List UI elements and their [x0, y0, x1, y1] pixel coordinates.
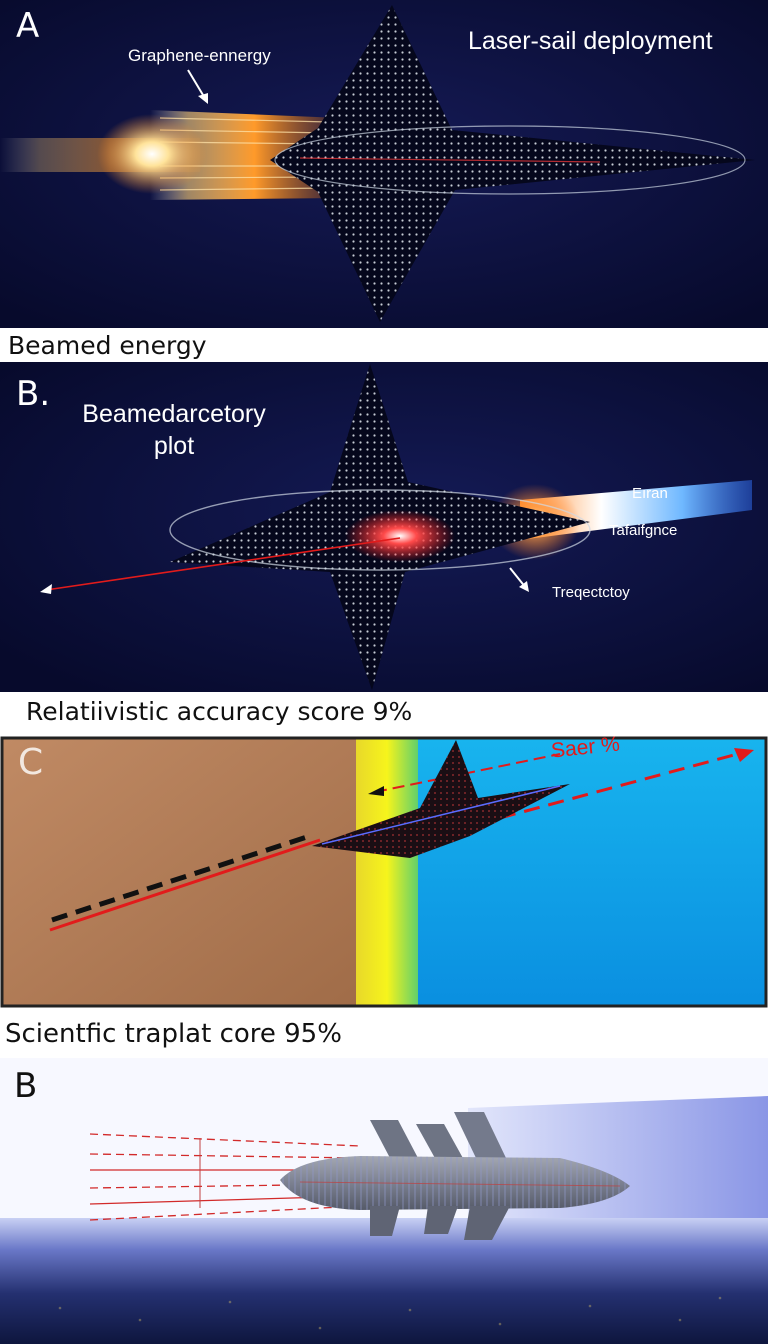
panel-letter: B. — [16, 374, 51, 414]
arrow-icon — [187, 69, 208, 104]
panel-b-illustration — [0, 362, 768, 692]
panel-title-line1: Beamedarcetory — [82, 400, 266, 428]
callout-label: Graphene-ennergy — [128, 46, 271, 65]
panel-letter: B — [14, 1066, 38, 1106]
panel-a-illustration — [0, 0, 768, 328]
laser-sail-icon — [312, 740, 570, 858]
panel-title: Beamedarcetory plot — [76, 398, 272, 462]
caption-c: Scientfic traplat core 95% — [0, 1008, 768, 1058]
trajectory-label: Treqectctoy — [552, 584, 630, 601]
caption-a: Beamed energy — [0, 328, 768, 362]
caption-b: Relatiivistic accuracy score 9% — [0, 692, 768, 736]
panel-d-illustration — [0, 1058, 768, 1344]
panel-c: C Saer % — [0, 736, 768, 1008]
laser-sail-icon — [270, 5, 755, 322]
arrow-icon — [509, 567, 529, 592]
panel-a: A Graphene-ennergy Laser-sail deployment — [0, 0, 768, 328]
panel-c-illustration — [0, 736, 768, 1008]
laser-sail-icon — [169, 364, 591, 690]
beam-label-2: Tafaifgnce — [609, 522, 678, 539]
panel-title-line2: plot — [153, 432, 195, 460]
trajectory-line — [40, 537, 401, 594]
panel-letter: A — [16, 6, 40, 46]
panel-letter: C — [18, 742, 44, 783]
beam-label-1: Eıran — [632, 485, 668, 502]
panel-d: B — [0, 1058, 768, 1344]
panel-title: Laser-sail deployment — [468, 27, 713, 55]
spacecraft-icon — [280, 1112, 630, 1240]
panel-b: B. Beamedarcetory plot Eıran Tafaifgnce … — [0, 362, 768, 692]
